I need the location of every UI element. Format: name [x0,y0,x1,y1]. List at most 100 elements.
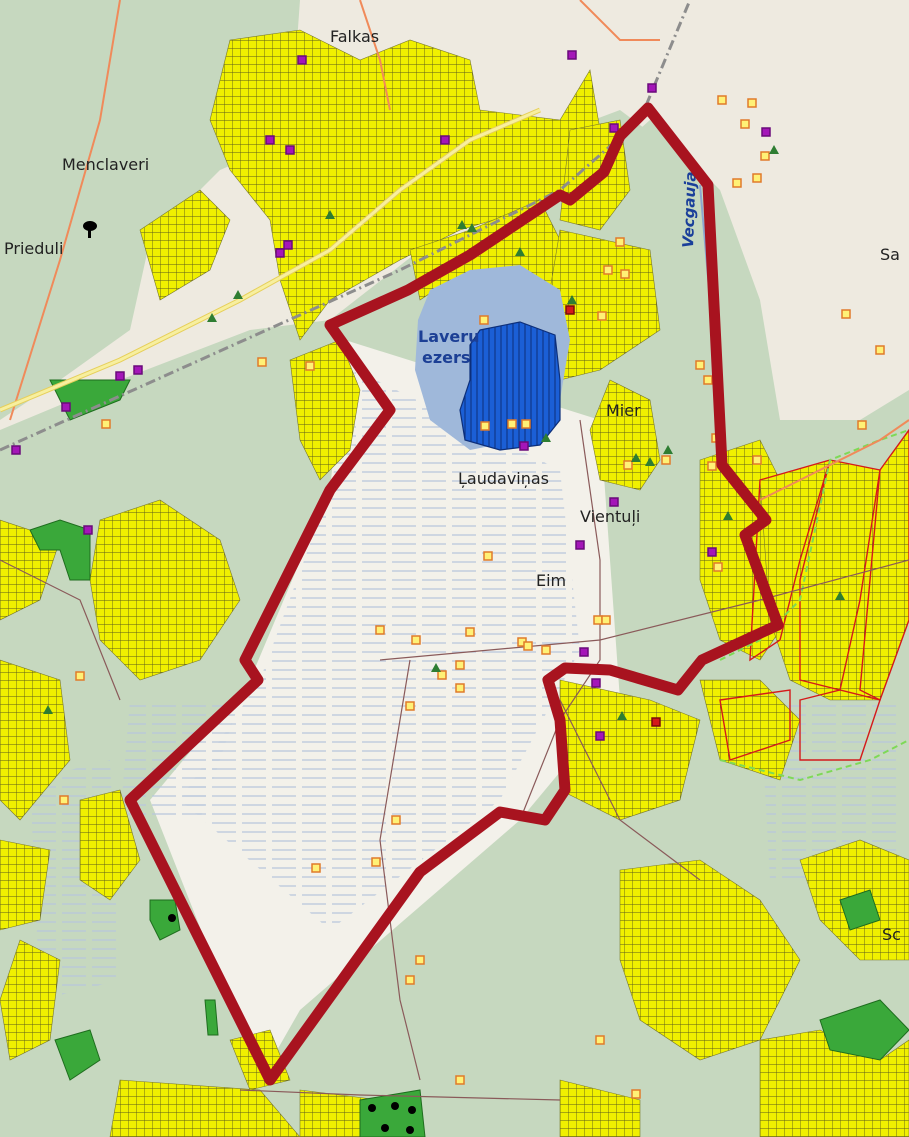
point-marker[interactable] [61,402,71,412]
point-marker[interactable] [480,421,490,431]
point-marker[interactable] [283,240,293,250]
point-marker[interactable] [593,615,603,625]
point-marker[interactable] [623,460,633,470]
point-marker[interactable] [415,955,425,965]
point-marker[interactable] [11,445,21,455]
point-marker[interactable] [761,127,771,137]
point-marker[interactable] [760,151,770,161]
point-marker[interactable] [752,455,762,465]
point-marker[interactable] [707,547,717,557]
point-marker[interactable] [647,83,657,93]
point-marker[interactable] [567,50,577,60]
point-marker[interactable] [651,717,661,727]
point-marker[interactable] [83,525,93,535]
point-marker[interactable] [440,135,450,145]
point-marker[interactable] [695,360,705,370]
point-marker[interactable] [595,1035,605,1045]
triangle-marker[interactable] [541,433,551,442]
triangle-marker[interactable] [617,711,627,720]
point-marker[interactable] [595,731,605,741]
point-marker[interactable] [391,815,401,825]
point-marker[interactable] [371,857,381,867]
point-marker[interactable] [465,627,475,637]
point-marker[interactable] [579,647,589,657]
point-marker[interactable] [455,683,465,693]
point-marker[interactable] [713,562,723,572]
point-markers[interactable] [11,50,885,1099]
triangle-marker[interactable] [207,313,217,322]
map-labels: Falkas Menclaveri Prieduli Laveru ezers … [4,27,901,944]
point-marker[interactable] [752,173,762,183]
triangle-marker[interactable] [233,290,243,299]
point-marker[interactable] [275,248,285,258]
point-marker[interactable] [257,357,267,367]
point-marker[interactable] [615,237,625,247]
place-label-sa: Sa [880,245,900,264]
point-marker[interactable] [597,311,607,321]
triangle-marker[interactable] [325,210,335,219]
point-marker[interactable] [507,419,517,429]
point-marker[interactable] [841,309,851,319]
triangle-marker[interactable] [645,457,655,466]
triangle-marker[interactable] [515,247,525,256]
point-marker[interactable] [479,315,489,325]
point-marker[interactable] [405,701,415,711]
point-marker[interactable] [405,975,415,985]
point-marker[interactable] [101,419,111,429]
point-marker[interactable] [133,365,143,375]
triangle-marker[interactable] [631,453,641,462]
point-marker[interactable] [541,645,551,655]
point-marker[interactable] [483,551,493,561]
triangle-marker[interactable] [663,445,673,454]
point-marker[interactable] [732,178,742,188]
point-marker[interactable] [591,678,601,688]
point-marker[interactable] [603,265,613,275]
triangle-marker[interactable] [431,663,441,672]
triangle-marker[interactable] [835,591,845,600]
point-marker[interactable] [707,461,717,471]
triangle-marker[interactable] [467,223,477,232]
triangle-marker[interactable] [43,705,53,714]
point-marker[interactable] [411,635,421,645]
point-marker[interactable] [115,371,125,381]
river-label-vecgauja: Vecgauja [679,171,700,248]
point-marker[interactable] [609,497,619,507]
point-marker[interactable] [609,123,619,133]
point-marker[interactable] [575,540,585,550]
triangle-marker[interactable] [723,511,733,520]
point-marker[interactable] [631,1089,641,1099]
point-marker[interactable] [601,615,611,625]
point-marker[interactable] [875,345,885,355]
point-marker[interactable] [455,1075,465,1085]
boundary-polygon[interactable] [124,102,784,1086]
point-marker[interactable] [375,625,385,635]
triangle-marker[interactable] [567,295,577,304]
point-marker[interactable] [661,455,671,465]
point-marker[interactable] [519,441,529,451]
point-marker[interactable] [717,95,727,105]
point-marker[interactable] [455,660,465,670]
point-marker[interactable] [857,420,867,430]
place-label-menclaveri: Menclaveri [62,155,149,174]
point-marker[interactable] [620,269,630,279]
point-marker[interactable] [747,98,757,108]
point-marker[interactable] [75,671,85,681]
point-marker[interactable] [59,795,69,805]
point-marker[interactable] [285,145,295,155]
point-marker[interactable] [437,670,447,680]
place-label-laudavinas: Ļaudaviņas [458,469,549,488]
point-marker[interactable] [297,55,307,65]
triangle-marker[interactable] [457,220,467,229]
point-marker[interactable] [311,863,321,873]
point-marker[interactable] [740,119,750,129]
triangle-marker[interactable] [769,145,779,154]
point-marker[interactable] [703,375,713,385]
point-marker[interactable] [265,135,275,145]
point-marker[interactable] [305,361,315,371]
place-label-sc: Sc [882,925,901,944]
point-marker[interactable] [523,641,533,651]
point-marker[interactable] [521,419,531,429]
point-marker[interactable] [565,305,575,315]
